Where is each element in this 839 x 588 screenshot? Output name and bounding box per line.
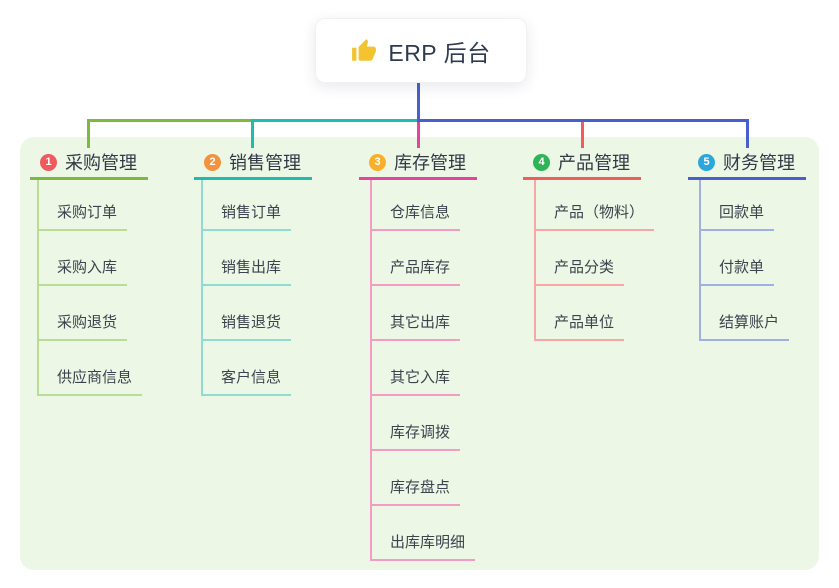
child-node[interactable]: 付款单: [699, 258, 775, 286]
branch-number-badge: 2: [204, 153, 221, 171]
child-label: 产品单位: [554, 314, 615, 331]
child-label: 出库库明细: [390, 534, 466, 551]
child-node[interactable]: 供应商信息: [37, 368, 143, 396]
root-stem-line: [417, 83, 420, 121]
child-label: 采购入库: [57, 259, 118, 276]
branch-label: 财务管理: [723, 153, 795, 173]
child-node[interactable]: 销售退货: [201, 313, 292, 341]
child-label: 其它出库: [390, 314, 451, 331]
branch-number-badge: 5: [698, 153, 715, 171]
branch-node[interactable]: 1 采购管理: [30, 147, 148, 180]
bus-line: [417, 119, 749, 122]
child-node[interactable]: 回款单: [699, 203, 775, 231]
child-node[interactable]: 采购入库: [37, 258, 128, 286]
child-node[interactable]: 客户信息: [201, 368, 292, 396]
branch-label: 销售管理: [229, 153, 301, 173]
root-node[interactable]: ERP 后台: [315, 18, 527, 83]
child-label: 产品分类: [554, 259, 615, 276]
child-node[interactable]: 采购退货: [37, 313, 128, 341]
child-label: 结算账户: [719, 314, 780, 331]
child-node[interactable]: 产品分类: [534, 258, 625, 286]
child-node[interactable]: 出库库明细: [370, 533, 476, 561]
branch-number-badge: 1: [40, 153, 57, 171]
child-label: 库存盘点: [390, 479, 451, 496]
branch-label: 采购管理: [65, 153, 137, 173]
child-node[interactable]: 产品（物料）: [534, 203, 655, 231]
child-node[interactable]: 采购订单: [37, 203, 128, 231]
child-node[interactable]: 销售订单: [201, 203, 292, 231]
child-label: 付款单: [719, 259, 765, 276]
child-label: 库存调拨: [390, 424, 451, 441]
child-label: 采购退货: [57, 314, 118, 331]
child-label: 供应商信息: [57, 369, 133, 386]
child-node[interactable]: 其它出库: [370, 313, 461, 341]
branches-panel: [20, 137, 819, 570]
child-node[interactable]: 结算账户: [699, 313, 790, 341]
child-label: 产品（物料）: [554, 204, 645, 221]
branch-node[interactable]: 2 销售管理: [194, 147, 312, 180]
root-title: ERP 后台: [388, 39, 491, 66]
child-label: 产品库存: [390, 259, 451, 276]
child-label: 客户信息: [221, 369, 282, 386]
child-label: 销售出库: [221, 259, 282, 276]
branch-number-badge: 3: [369, 153, 386, 171]
child-node[interactable]: 其它入库: [370, 368, 461, 396]
branch-number-badge: 4: [533, 153, 550, 171]
child-label: 销售退货: [221, 314, 282, 331]
branch-node[interactable]: 4 产品管理: [523, 147, 641, 180]
child-label: 回款单: [719, 204, 765, 221]
child-node[interactable]: 仓库信息: [370, 203, 461, 231]
bus-line: [87, 119, 251, 122]
branch-label: 库存管理: [394, 153, 466, 173]
child-node[interactable]: 库存盘点: [370, 478, 461, 506]
child-label: 其它入库: [390, 369, 451, 386]
thumbs-up-icon: [351, 38, 377, 64]
child-node[interactable]: 产品单位: [534, 313, 625, 341]
child-label: 销售订单: [221, 204, 282, 221]
child-node[interactable]: 库存调拨: [370, 423, 461, 451]
child-node[interactable]: 产品库存: [370, 258, 461, 286]
child-label: 仓库信息: [390, 204, 451, 221]
branch-node[interactable]: 5 财务管理: [688, 147, 806, 180]
bus-line: [251, 119, 417, 122]
child-label: 采购订单: [57, 204, 118, 221]
branch-node[interactable]: 3 库存管理: [359, 147, 477, 180]
child-node[interactable]: 销售出库: [201, 258, 292, 286]
branch-label: 产品管理: [558, 153, 630, 173]
